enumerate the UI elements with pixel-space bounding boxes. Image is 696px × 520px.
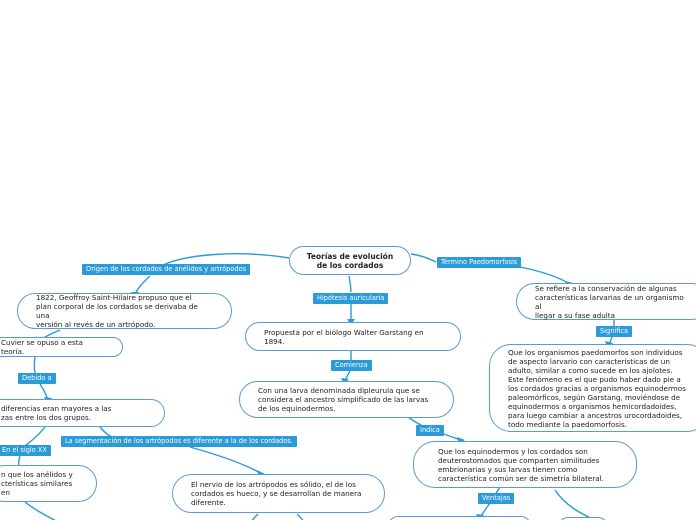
node-garstang-text: Propuesta por el biólogo Walter Garstang… [264,327,424,346]
node-cuvier-text: Cuvier se opuso a esta teoría. [1,338,83,356]
node-saint-hilaire[interactable]: 1822, Geoffroy Saint-Hilaire propuso que… [17,293,232,329]
link-root-hipotesis [348,275,352,293]
label-hipotesis[interactable]: Hipótesis auricularia [313,293,389,304]
link-root-origen [164,253,290,265]
link-segmentacion-nervio [189,446,263,475]
label-ventajas[interactable]: Ventajas [478,493,515,504]
link-anelidos-out [24,501,56,520]
link-cuvier-debido [33,355,36,374]
link-nervio-out1 [251,513,259,520]
label-origen[interactable]: Origen de los cordados de anélidos y art… [82,264,251,275]
label-significa[interactable]: Significa [596,326,633,337]
label-debido[interactable]: Debido a [18,373,56,384]
node-diferencias-text: diferencias eran mayores a las zas entre… [1,404,112,422]
node-ventajas-child[interactable] [388,516,531,520]
link-termino-conservacion [519,266,571,285]
label-siglo[interactable]: En el siglo XX [0,445,51,456]
link-diferencias-siglo [24,426,46,447]
label-termino[interactable]: Término Paedomorfosis [437,257,522,268]
root-title: Teorías de evolución de los cordados [306,251,394,270]
node-garstang[interactable]: Propuesta por el biólogo Walter Garstang… [245,322,461,351]
label-segmentacion[interactable]: La segmentación de los artrópodos es dif… [61,436,297,447]
link-equinodermos-right [554,489,598,520]
node-dipleurula-text: Con una larva denominada dipleurula que … [258,386,429,413]
node-conservacion-text: Se refiere a la conservación de algunas … [535,283,684,320]
root-node[interactable]: Teorías de evolución de los cordados [289,246,411,275]
node-cuvier[interactable]: Cuvier se opuso a esta teoría. [0,337,123,357]
node-conservacion[interactable]: Se refiere a la conservación de algunas … [516,283,696,320]
node-paedomorfos-text: Que los organismos paedomorfos son indiv… [508,347,686,429]
link-root-termino [410,253,437,263]
label-comienza[interactable]: Comienza [331,360,372,371]
node-saint-hilaire-text: 1822, Geoffroy Saint-Hilaire propuso que… [36,293,198,329]
node-paedomorfos[interactable]: Que los organismos paedomorfos son indiv… [489,344,696,432]
link-nervio-out2 [296,513,304,520]
node-dipleurula[interactable]: Con una larva denominada dipleurula que … [239,381,454,418]
node-anelidos-text: n que los anélidos y cterísticas similar… [1,470,73,497]
node-nervio[interactable]: El nervio de los artrópodos es sólido, e… [172,474,385,513]
node-diferencias[interactable]: diferencias eran mayores a las zas entre… [0,399,165,427]
node-nervio-text: El nervio de los artrópodos es sólido, e… [191,480,362,507]
node-equinodermos-text: Que los equinodermos y los cordados son … [438,446,604,483]
node-anelidos[interactable]: n que los anélidos y cterísticas similar… [0,465,97,502]
label-indica[interactable]: Indica [416,425,444,436]
link-origen-saint [134,275,151,295]
node-equinodermos[interactable]: Que los equinodermos y los cordados son … [413,441,637,488]
